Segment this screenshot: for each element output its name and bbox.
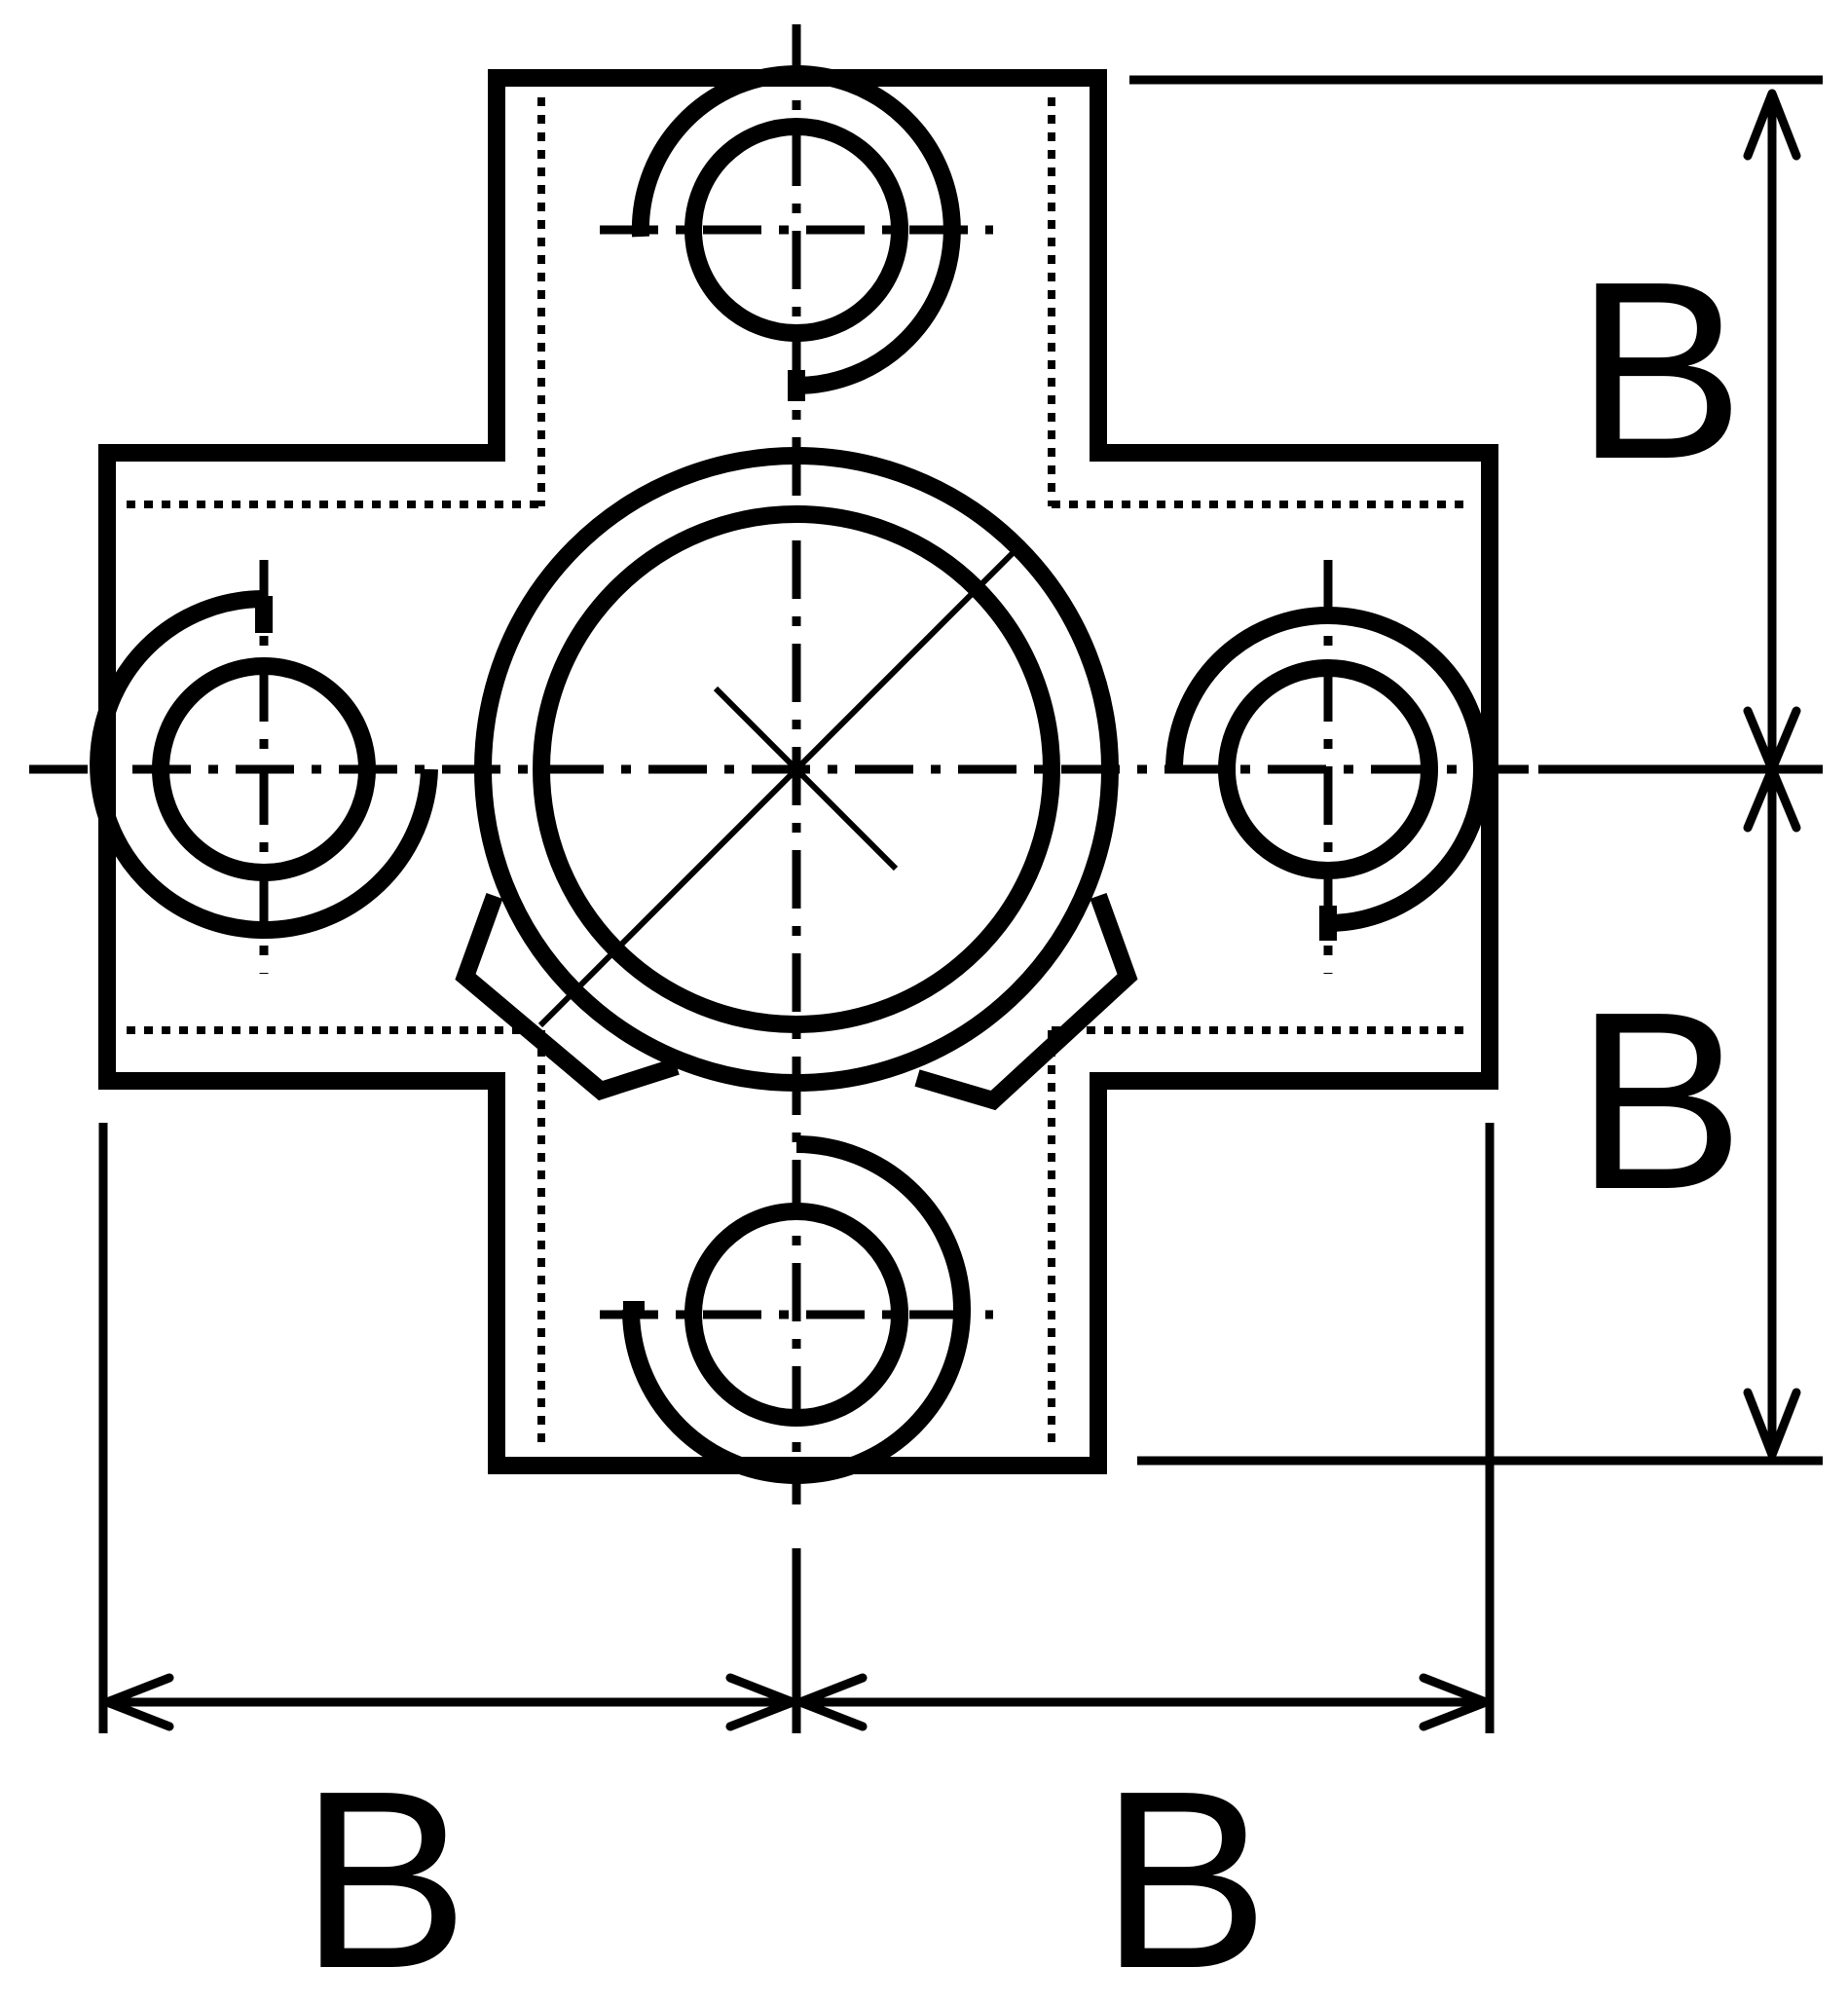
arrow-up-mid <box>1743 764 1801 833</box>
arrow-left-mid <box>795 1673 868 1731</box>
right-bolt-hole <box>1165 607 1491 941</box>
cross-plate-outline <box>98 69 1498 1474</box>
dimension-label-right-lower: B <box>1575 960 1744 1243</box>
left-bolt-hole <box>90 590 438 939</box>
dimension-label-right-upper: B <box>1575 230 1744 512</box>
top-bolt-hole <box>631 65 961 401</box>
extension-lines <box>98 75 1823 1733</box>
arrow-right-mid <box>725 1673 797 1731</box>
dimension-label-bottom-right: B <box>1100 1739 1269 2005</box>
vertical-dimensions <box>1743 89 1801 1460</box>
arrow-left-end <box>102 1673 174 1731</box>
central-bore <box>474 447 1119 1092</box>
hidden-lines <box>127 97 1472 1449</box>
lower-lugs <box>455 892 1138 1111</box>
arrow-down-bottom <box>1743 1388 1801 1460</box>
arrow-right-end <box>1419 1673 1491 1731</box>
arrow-up-top <box>1743 89 1801 161</box>
dimension-label-bottom-left: B <box>300 1739 468 2005</box>
horizontal-dimensions <box>102 1673 1491 1731</box>
center-lines <box>29 24 1529 1504</box>
bottom-bolt-hole <box>622 1135 971 1484</box>
